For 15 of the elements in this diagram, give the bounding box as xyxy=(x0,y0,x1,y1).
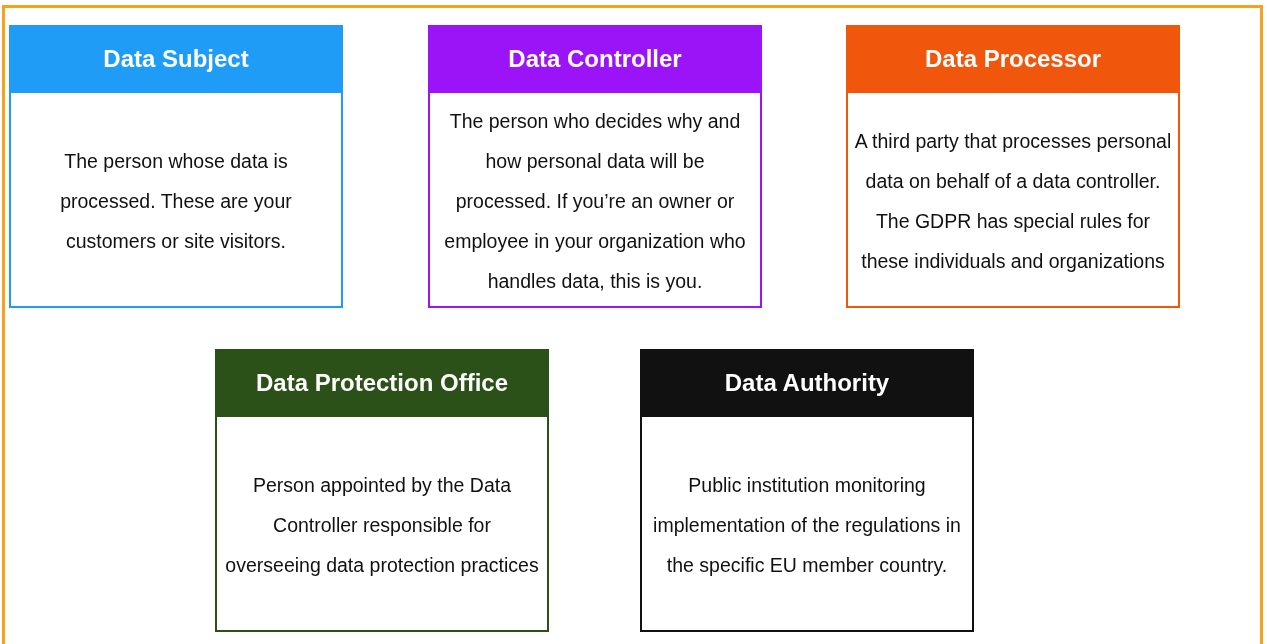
card-description: Person appointed by the Data Controller responsible for overseeing data protection practices xyxy=(224,472,540,578)
card-heading: Data Protection Office xyxy=(215,349,549,417)
card-heading: Data Subject xyxy=(9,25,343,93)
role-card xyxy=(846,25,1180,308)
card-description: Public institution monitoring implementation of the regulations in the specific EU member country. xyxy=(652,472,962,578)
card-description: The person who decides why and how personal data will be processed. If you’re an owner or employee in your organization who handles data, this is you. xyxy=(443,108,747,294)
role-card xyxy=(428,25,762,308)
role-card xyxy=(215,349,549,632)
card-description: A third party that processes personal data on behalf of a data controller. The GDPR has special rules for these individuals and organizations xyxy=(854,128,1172,274)
card-heading: Data Processor xyxy=(846,25,1180,93)
card-description: The person whose data is processed. These are your customers or site visitors. xyxy=(59,148,293,254)
card-heading: Data Controller xyxy=(428,25,762,93)
role-card xyxy=(640,349,974,632)
role-card xyxy=(9,25,343,308)
card-heading: Data Authority xyxy=(640,349,974,417)
